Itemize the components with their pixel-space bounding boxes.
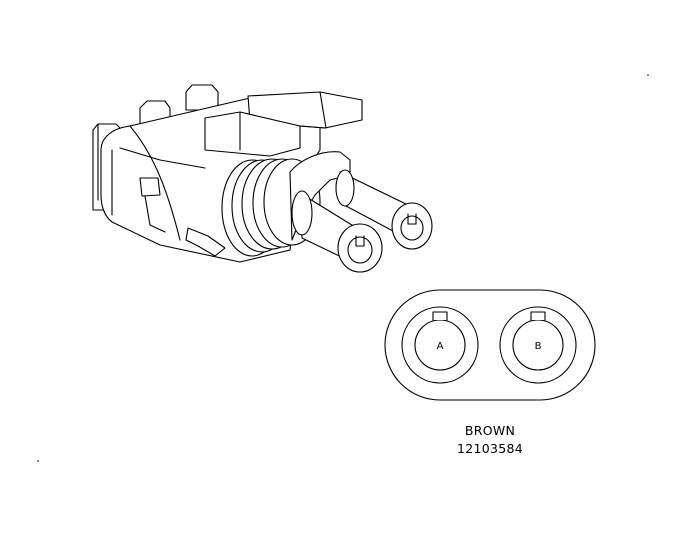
connector-face-view: A B bbox=[384, 289, 596, 401]
rear-tab-top-2 bbox=[185, 84, 219, 111]
terminal-tube-b bbox=[335, 169, 433, 250]
pin-label-b: B bbox=[535, 341, 542, 352]
connector-color-label: BROWN bbox=[464, 423, 516, 438]
speck bbox=[647, 74, 649, 76]
lock-slot bbox=[139, 177, 161, 197]
speck bbox=[37, 460, 39, 462]
cavity-a: A bbox=[401, 306, 479, 384]
pin-label-a: A bbox=[437, 341, 444, 352]
front-collar bbox=[289, 151, 351, 241]
underside-clip bbox=[185, 227, 226, 257]
connector-isometric-view bbox=[92, 84, 433, 273]
connector-part-number: 12103584 bbox=[456, 441, 524, 456]
cavity-b: B bbox=[499, 306, 577, 384]
terminal-tube-a bbox=[291, 190, 383, 273]
